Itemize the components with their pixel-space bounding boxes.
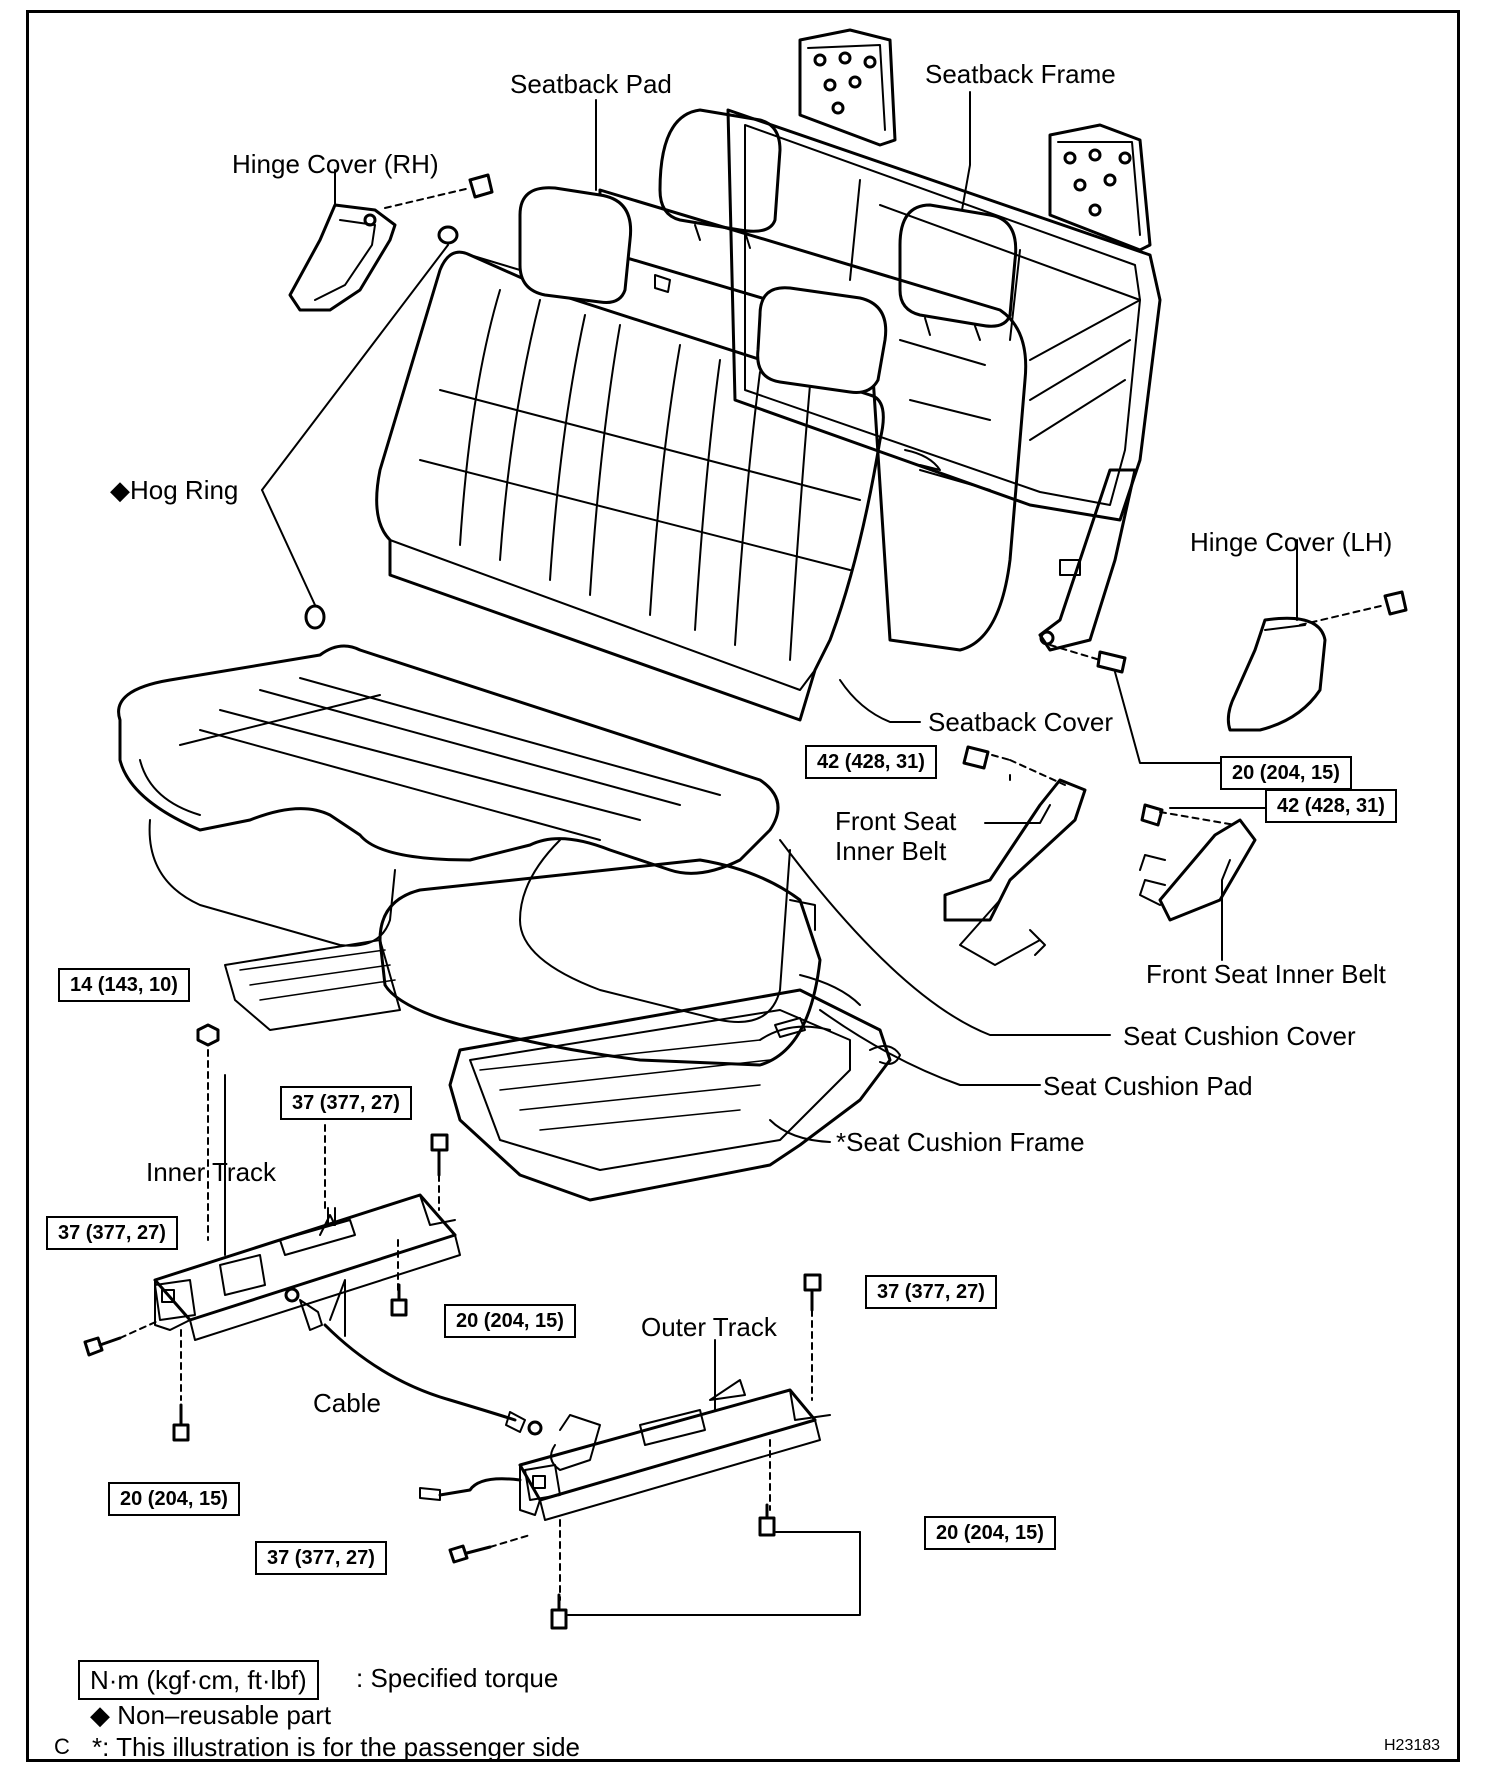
figure-code: H23183 <box>1384 1737 1441 1754</box>
torque-belt-bolt-left: 42 (428, 31) <box>805 745 937 779</box>
label-hinge-cover-lh: Hinge Cover (LH) <box>1190 527 1393 557</box>
torque-inner-track-top: 37 (377, 27) <box>280 1086 412 1120</box>
seat-cushion-frame <box>448 974 901 1202</box>
diagram-frame <box>26 10 1460 1762</box>
seat-cushion-pad <box>224 858 822 1067</box>
seatback-assembly <box>375 186 1028 722</box>
label-seatback-cover: Seatback Cover <box>928 707 1113 737</box>
legend-unit-desc: : Specified torque <box>356 1663 559 1693</box>
label-seat-cushion-frame: *Seat Cushion Frame <box>836 1127 1085 1157</box>
bolts <box>83 1023 822 1630</box>
label-seat-cushion-cover: Seat Cushion Cover <box>1123 1021 1356 1051</box>
legend-nonreusable: ◆ Non–reusable part <box>90 1700 332 1730</box>
outer-track <box>419 1379 831 1521</box>
label-inner-track: Inner Track <box>146 1157 277 1187</box>
legend-passenger-note: *: This illustration is for the passenge… <box>92 1732 580 1762</box>
torque-outer-track-front: 37 (377, 27) <box>255 1541 387 1575</box>
label-seatback-frame: Seatback Frame <box>925 59 1116 89</box>
torque-outer-track-top: 37 (377, 27) <box>865 1275 997 1309</box>
torque-inner-track-left: 37 (377, 27) <box>46 1216 178 1250</box>
torque-hinge-bolt: 20 (204, 15) <box>1220 756 1352 790</box>
torque-belt-bolt-right: 42 (428, 31) <box>1265 789 1397 823</box>
hinge-cover-rh <box>288 173 494 630</box>
leader-lines <box>224 91 1298 1616</box>
legend-prefix: C <box>54 1734 70 1759</box>
label-outer-track: Outer Track <box>641 1312 777 1342</box>
label-front-seat-inner-belt-left: Front Seat Inner Belt <box>835 806 957 866</box>
label-front-seat-inner-belt-right: Front Seat Inner Belt <box>1146 959 1386 989</box>
seatback-frame <box>726 28 1162 652</box>
label-seat-cushion-pad: Seat Cushion Pad <box>1043 1071 1253 1101</box>
label-cable: Cable <box>313 1388 381 1418</box>
legend-unit-box: N·m (kgf·cm, ft·lbf) <box>78 1660 319 1700</box>
seat-cushion-cover <box>117 644 791 1023</box>
torque-inner-track-rear: 20 (204, 15) <box>444 1304 576 1338</box>
inner-track <box>153 1193 461 1341</box>
torque-outer-track-rear: 20 (204, 15) <box>924 1516 1056 1550</box>
label-hog-ring: ◆Hog Ring <box>110 475 239 505</box>
torque-inner-track-bottom: 20 (204, 15) <box>108 1482 240 1516</box>
torque-cushion-nut: 14 (143, 10) <box>58 968 190 1002</box>
label-hinge-cover-rh: Hinge Cover (RH) <box>232 149 439 179</box>
hinge-cover-lh <box>1049 590 1408 732</box>
label-seatback-pad: Seatback Pad <box>510 69 672 99</box>
cable <box>284 1287 543 1436</box>
front-seat-inner-belts <box>943 745 1257 966</box>
